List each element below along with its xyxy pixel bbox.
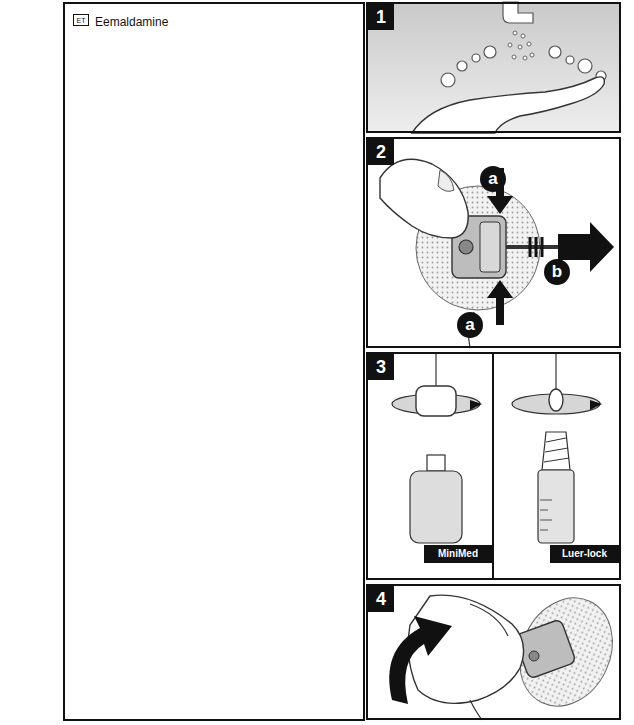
bubble — [549, 46, 561, 58]
step-panel: 4 — [366, 584, 621, 720]
bubble — [566, 56, 574, 64]
bubble — [484, 46, 496, 58]
scale-mark — [540, 530, 548, 531]
reservoir-cap — [427, 455, 445, 471]
tubing — [555, 352, 556, 392]
motion-marks — [530, 237, 542, 257]
step-number: 1 — [368, 4, 394, 30]
scale-marks — [540, 500, 552, 530]
connector-type-label: MiniMed — [424, 545, 492, 563]
reservoir — [410, 471, 462, 543]
faucet — [503, 2, 533, 23]
finger-line — [470, 604, 508, 636]
step-panel: 3MiniMed Luer-lock — [366, 352, 621, 580]
hand-washing-illustration — [366, 2, 621, 133]
thumbnail — [438, 170, 454, 191]
panel-divider — [492, 352, 494, 580]
scale-mark — [540, 520, 552, 521]
water-drops — [508, 31, 534, 60]
panel-background — [366, 2, 621, 133]
connector-hub — [529, 651, 539, 661]
bubble — [441, 73, 455, 87]
disconnect-illustration — [380, 159, 614, 348]
water-drop — [512, 55, 516, 59]
motion-mark — [541, 237, 544, 257]
scale-mark — [540, 500, 552, 501]
water-drop — [521, 34, 525, 38]
instruction-panel: Eemaldamine ET — [63, 2, 365, 721]
connector-type-label: Luer-lock — [550, 545, 619, 563]
callout-letter: a — [480, 166, 506, 192]
thumb — [380, 159, 468, 238]
scale-mark — [540, 510, 548, 511]
bubble — [472, 54, 480, 62]
syringe-reservoir — [538, 470, 574, 543]
step-panel: 1 — [366, 2, 621, 133]
label-text: MiniMed — [424, 549, 492, 559]
minimed-connector — [416, 386, 456, 416]
water-drop — [518, 45, 522, 49]
callout-text: a — [457, 316, 483, 333]
thread-line — [544, 458, 569, 462]
motion-mark — [529, 237, 532, 257]
bubble — [578, 59, 592, 73]
tubing — [470, 700, 482, 720]
thread-line — [546, 438, 566, 442]
callout-letter: b — [544, 259, 570, 285]
circle-fill — [544, 259, 570, 285]
hand — [408, 595, 523, 703]
step-number: 2 — [368, 139, 394, 165]
tubing — [506, 245, 560, 249]
motion-mark — [535, 237, 538, 257]
thread-lines — [544, 438, 569, 462]
water-drop — [508, 43, 512, 47]
luer-lock-thread — [542, 432, 570, 470]
rotation-arrow — [590, 400, 602, 410]
soap-bubbles — [441, 46, 606, 87]
water-drop — [513, 31, 517, 35]
bubble — [457, 61, 467, 71]
squeeze-arrow — [487, 280, 513, 325]
label-text: ET — [74, 17, 88, 24]
circle-fill — [480, 166, 506, 192]
circle-fill — [457, 312, 483, 338]
peel-off-illustration — [389, 583, 629, 722]
luer-lock-connector — [549, 389, 563, 411]
step-number: 4 — [368, 586, 394, 612]
water-drop — [527, 42, 531, 46]
callout-text: b — [544, 263, 570, 280]
callout-text: a — [480, 170, 506, 187]
language-code-box: ET — [73, 14, 89, 26]
connector-clip — [480, 222, 500, 272]
peel-arrow — [389, 616, 452, 704]
thread-line — [545, 448, 568, 452]
label-text: Luer-lock — [550, 549, 619, 559]
hand — [412, 77, 604, 133]
tubing — [435, 352, 436, 388]
callout-letter: a — [457, 312, 483, 338]
step-panel: 2 a b a — [366, 137, 621, 348]
water-drop — [530, 53, 534, 57]
connector-hub — [459, 240, 473, 254]
rotation-arrow — [470, 400, 482, 410]
label-text: Eemaldamine — [95, 16, 168, 28]
water-drop — [523, 56, 527, 60]
step-number: 3 — [368, 354, 394, 380]
